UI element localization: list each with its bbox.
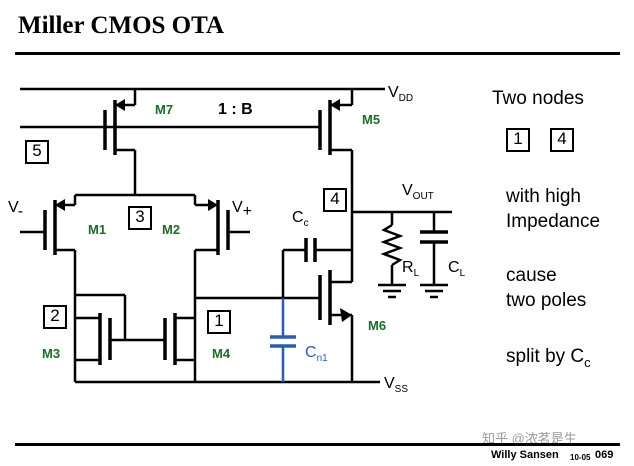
side-node-1-box: 1 <box>506 128 530 152</box>
side-line-6: split by Cc <box>506 346 591 370</box>
vminus-label: V- <box>8 199 23 220</box>
top-rule <box>15 52 620 55</box>
footer-date: 10-05 <box>570 453 591 462</box>
side-line-2: with high <box>506 186 581 207</box>
m2-label: M2 <box>162 222 180 237</box>
vplus-label: V+ <box>232 199 252 220</box>
m7-label: M7 <box>155 102 173 117</box>
slide-title: Miller CMOS OTA <box>18 12 224 39</box>
cn1-capacitor <box>270 298 296 382</box>
node-1-box: 1 <box>207 310 231 334</box>
vdd-label: VDD <box>388 84 413 104</box>
m3-label: M3 <box>42 346 60 361</box>
node-2-box: 2 <box>43 305 67 329</box>
m4-label: M4 <box>212 346 231 361</box>
watermark: 知乎 @浓茗是生 <box>482 431 577 446</box>
side-line-1: Two nodes <box>492 88 584 109</box>
m5-label: M5 <box>362 112 380 127</box>
side-line-6-sub: c <box>584 355 591 370</box>
ratio-label: 1 : B <box>218 101 253 118</box>
vss-label: VSS <box>384 375 408 395</box>
side-line-3: Impedance <box>506 211 601 232</box>
vout-label: VOUT <box>402 182 434 202</box>
node-3-box: 3 <box>128 206 152 230</box>
rl-label: RL <box>402 259 420 279</box>
side-line-4: cause <box>506 265 557 286</box>
cl-label: CL <box>448 259 466 279</box>
side-line-5: two poles <box>506 290 587 311</box>
node-4-box: 4 <box>323 188 347 212</box>
m6-label: M6 <box>368 318 386 333</box>
footer-author: Willy Sansen <box>491 449 559 461</box>
footer-page: 069 <box>595 449 614 461</box>
bottom-rule <box>15 443 620 446</box>
node-5-box: 5 <box>25 140 49 164</box>
side-node-4-box: 4 <box>550 128 574 152</box>
m1-label: M1 <box>88 222 106 237</box>
cn1-label: Cn1 <box>305 344 328 364</box>
cc-label: Cc <box>292 209 309 229</box>
